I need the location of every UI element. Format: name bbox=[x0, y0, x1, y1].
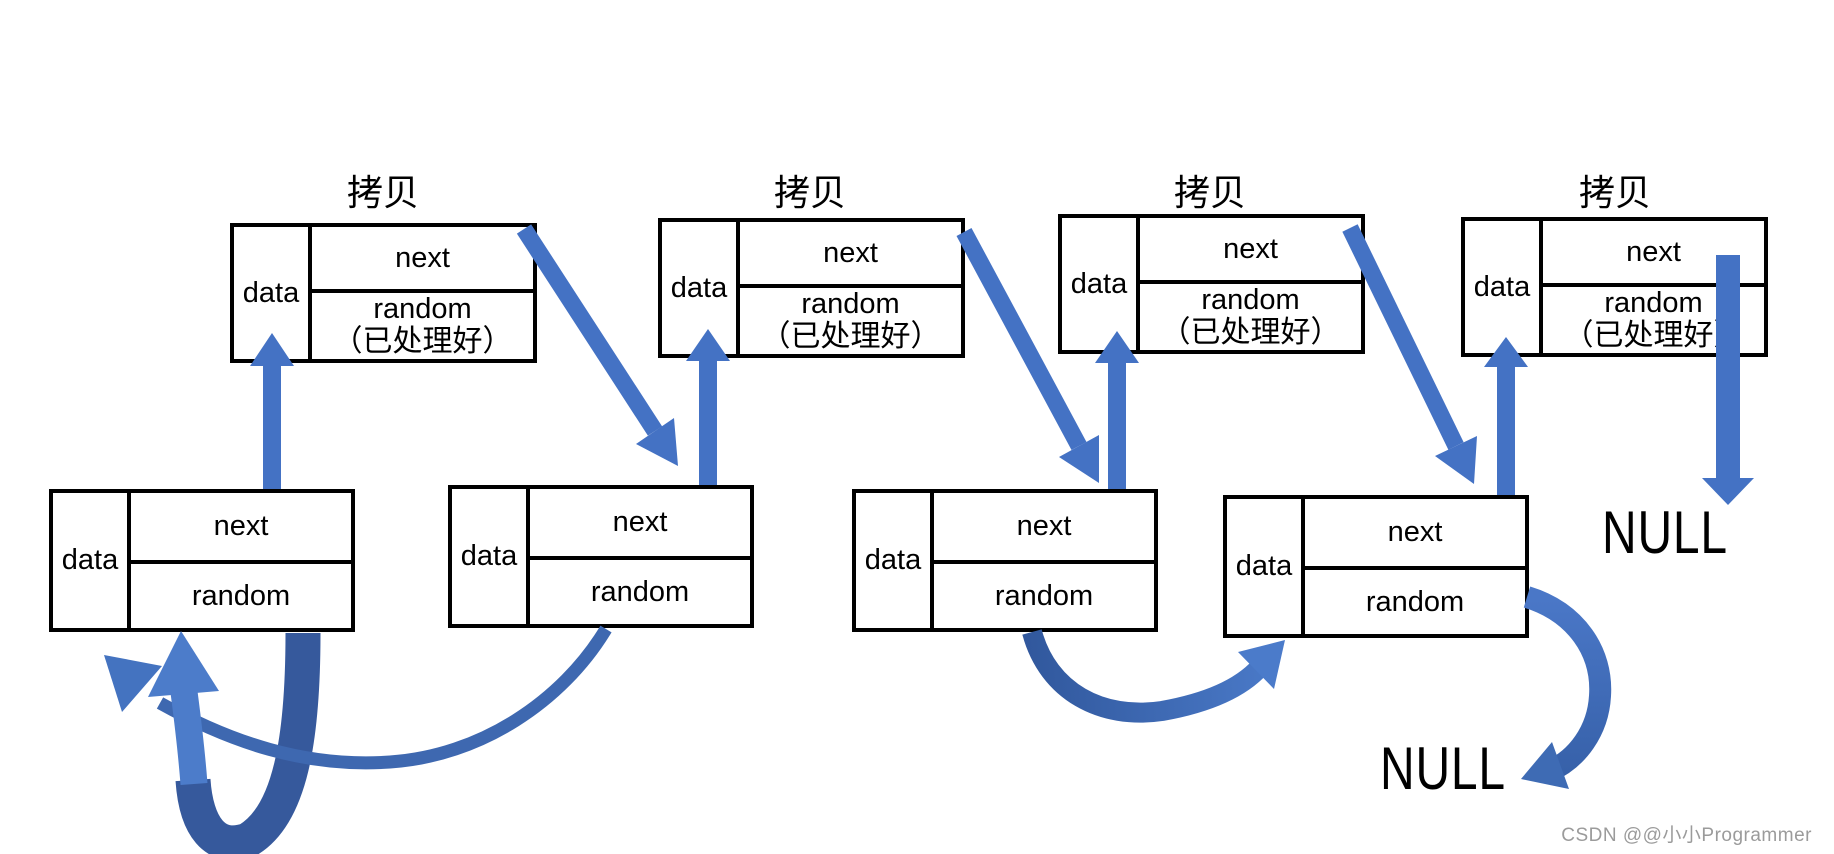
null-label-bottom: NULL bbox=[1380, 735, 1506, 802]
random-arrow-o3-to-o4 bbox=[1022, 629, 1268, 723]
random-self-loop-arrow-head bbox=[148, 631, 219, 697]
next-cell: next bbox=[1140, 218, 1361, 284]
random-cell: random bbox=[1365, 585, 1465, 618]
random-cell: random bbox=[191, 579, 291, 612]
next-cell: next bbox=[740, 222, 961, 288]
null-label-right: NULL bbox=[1602, 499, 1728, 566]
copy-node-3: data next random（已处理好） bbox=[1058, 214, 1365, 354]
random-note: （已处理好） bbox=[760, 320, 941, 353]
random-cell: random（已处理好） bbox=[1543, 287, 1764, 353]
copy-caption-3: 拷贝 bbox=[1173, 172, 1246, 213]
data-cell: data bbox=[1227, 499, 1305, 634]
next-cell: next bbox=[131, 493, 351, 564]
data-cell: data bbox=[856, 493, 934, 628]
next-cell: next bbox=[1305, 499, 1525, 570]
data-cell: data bbox=[234, 227, 312, 359]
data-cell: data bbox=[1062, 218, 1140, 350]
diag-arrow-c3-to-o4-head bbox=[1435, 436, 1477, 484]
next-cell: next bbox=[530, 489, 750, 560]
data-cell: data bbox=[53, 493, 131, 628]
random-cell: random（已处理好） bbox=[740, 288, 961, 354]
next-cell: next bbox=[1543, 221, 1764, 287]
random-note: （已处理好） bbox=[1563, 319, 1744, 352]
random-cell: random bbox=[590, 575, 690, 608]
random-cell: random（已处理好） bbox=[1140, 284, 1361, 350]
random-label: random bbox=[1604, 287, 1703, 319]
random-arrow-o2-to-o1 bbox=[156, 625, 612, 770]
copy-node-2: data next random（已处理好） bbox=[658, 218, 965, 358]
copy-caption-4: 拷贝 bbox=[1578, 172, 1651, 213]
random-arrow-o3-to-o4-head bbox=[1238, 640, 1285, 689]
diag-arrow-c1-to-o2-head bbox=[636, 418, 678, 466]
copy-node-4: data next random（已处理好） bbox=[1461, 217, 1768, 357]
data-cell: data bbox=[452, 489, 530, 624]
original-node-3: data next random bbox=[852, 489, 1158, 632]
random-cell: random bbox=[994, 579, 1094, 612]
copy-node-1: data next random（已处理好） bbox=[230, 223, 537, 363]
watermark: CSDN @@小小Programmer bbox=[1561, 825, 1812, 846]
random-label: random bbox=[801, 288, 900, 320]
diag-arrow-c1-to-o2 bbox=[516, 224, 663, 436]
random-label: random bbox=[1201, 284, 1300, 316]
random-self-loop-arrow-light bbox=[170, 690, 208, 786]
original-node-2: data next random bbox=[448, 485, 754, 628]
data-cell: data bbox=[662, 222, 740, 354]
original-node-4: data next random bbox=[1223, 495, 1529, 638]
random-note: （已处理好） bbox=[1160, 316, 1341, 349]
random-arrow-o4-to-null-head bbox=[1521, 742, 1569, 789]
next-cell: next bbox=[934, 493, 1154, 564]
random-self-loop-arrow-dark bbox=[175, 632, 321, 854]
random-cell: random（已处理好） bbox=[312, 293, 533, 359]
random-note: （已处理好） bbox=[332, 325, 513, 358]
original-node-1: data next random bbox=[49, 489, 355, 632]
up-arrow-o3-to-c3 bbox=[1095, 331, 1139, 489]
copy-caption-2: 拷贝 bbox=[773, 172, 846, 213]
random-arrow-o4-to-null bbox=[1523, 586, 1612, 782]
copy-caption-1: 拷贝 bbox=[346, 172, 419, 213]
diag-arrow-c2-to-o3-head bbox=[1059, 435, 1099, 483]
random-label: random bbox=[373, 293, 472, 325]
up-arrow-o4-to-c4 bbox=[1484, 337, 1528, 495]
diag-arrow-c3-to-o4 bbox=[1342, 224, 1464, 450]
next-cell: next bbox=[312, 227, 533, 293]
data-cell: data bbox=[1465, 221, 1543, 353]
random-arrow-o2-to-o1-head bbox=[104, 655, 162, 712]
